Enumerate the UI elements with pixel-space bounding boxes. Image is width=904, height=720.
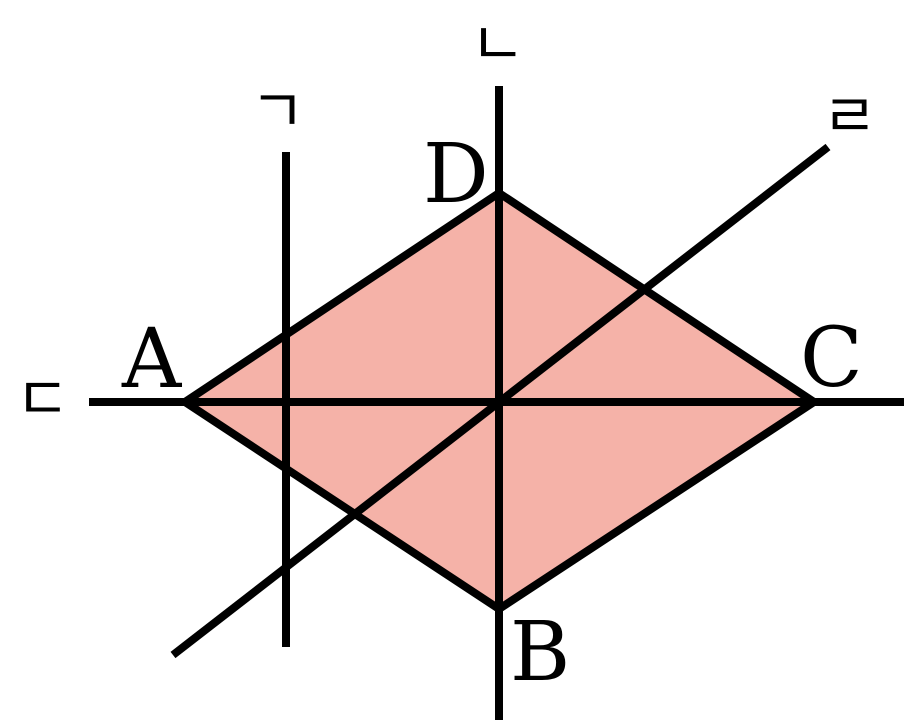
line-label-nieun: ㄴ	[470, 10, 525, 80]
line-label-rieul: ㄹ	[822, 82, 877, 152]
line-label-digeut: ㄷ	[15, 365, 70, 435]
line-label-giyeok: ㄱ	[250, 77, 305, 147]
point-label-a: A	[121, 312, 183, 407]
point-label-c: C	[800, 311, 863, 406]
line-rieul	[170, 143, 831, 659]
point-label-b: B	[510, 605, 570, 700]
point-label-d: D	[423, 127, 489, 222]
